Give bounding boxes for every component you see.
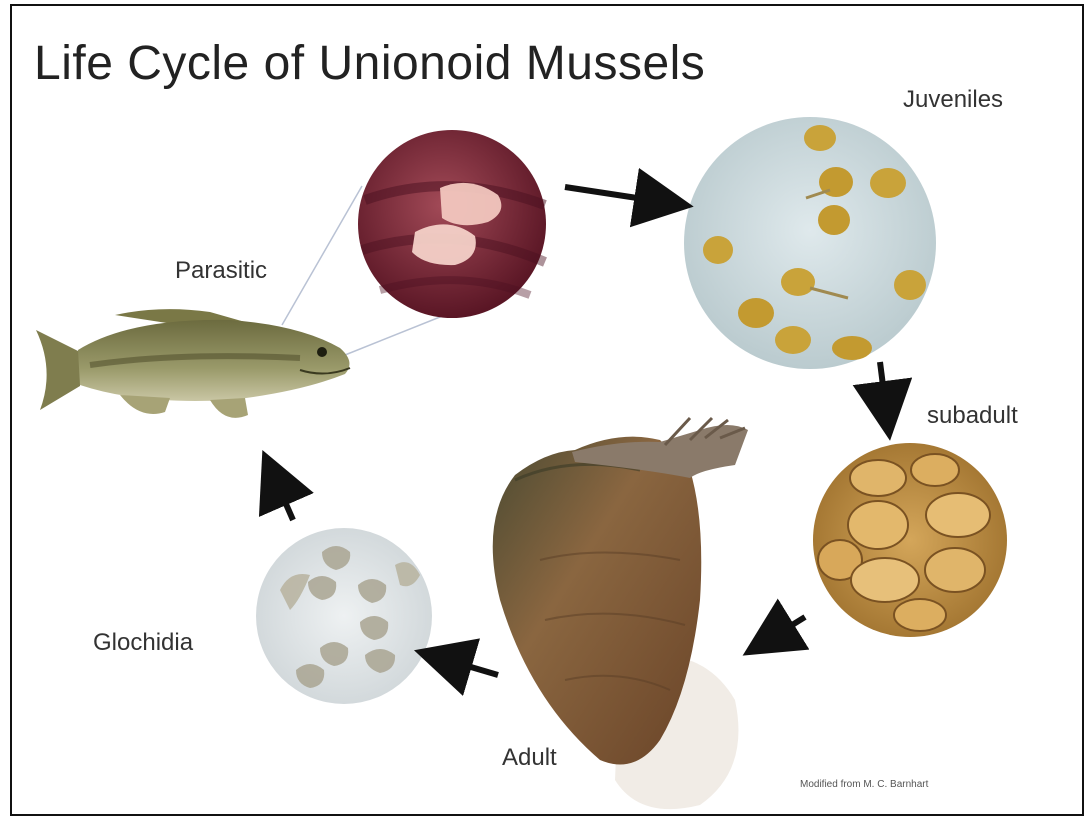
juveniles-label: Juveniles: [903, 86, 1003, 114]
juveniles-stage-image: [684, 117, 936, 369]
adult-label: Adult: [502, 744, 557, 772]
parasitic-label: Parasitic: [175, 257, 267, 285]
arrow-icon: [565, 187, 670, 203]
glochidia-stage-image: [256, 528, 432, 704]
subadult-stage-image: [813, 443, 1007, 637]
zoom-connector-line: [282, 186, 362, 325]
diagram-title: Life Cycle of Unionoid Mussels: [34, 36, 705, 91]
arrow-icon: [880, 362, 887, 417]
parasitic-stage-image: [358, 130, 546, 318]
arrow-icon: [272, 472, 293, 520]
arrow-icon: [763, 617, 805, 643]
arrow-icon: [437, 657, 498, 675]
source-credit: Modified from M. C. Barnhart: [800, 779, 928, 790]
largemouth-bass-image: [36, 309, 350, 418]
glochidia-label: Glochidia: [93, 629, 193, 657]
subadult-label: subadult: [927, 402, 1018, 430]
